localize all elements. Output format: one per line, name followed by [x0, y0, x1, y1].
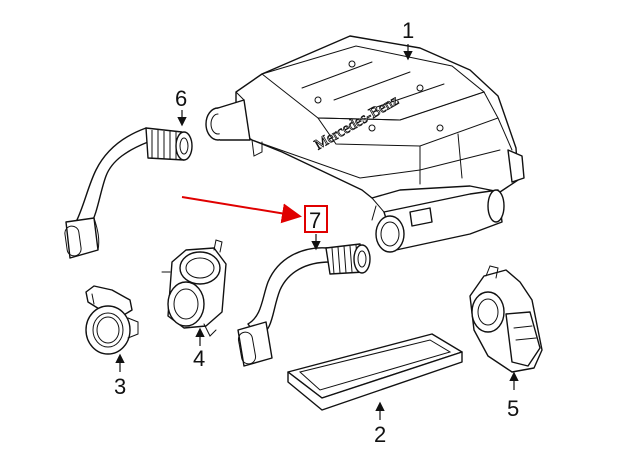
mass-air-flow-sensor[interactable]: [85, 285, 139, 355]
air-filter-element[interactable]: [287, 333, 463, 411]
callout-6: 6: [175, 86, 187, 111]
intake-duct-upper[interactable]: [64, 127, 193, 259]
highlight-annotation: [181, 196, 328, 233]
intake-duct-center[interactable]: [237, 243, 371, 367]
leader-lines: [115, 44, 519, 420]
callout-7: 7: [309, 208, 321, 233]
air-filter-housing[interactable]: Mercedes-Benz: [205, 35, 525, 253]
callout-2: 2: [374, 422, 386, 447]
callout-3: 3: [114, 374, 126, 399]
callout-5: 5: [507, 396, 519, 421]
callout-labels: 1 2 3 4 5 6 7: [114, 18, 519, 447]
red-pointer-arrow: [181, 196, 302, 224]
callout-1: 1: [402, 18, 414, 43]
duct-adapter[interactable]: [161, 239, 227, 337]
red-highlight-box: [304, 205, 328, 233]
throttle-body[interactable]: [469, 265, 543, 373]
callout-4: 4: [193, 346, 205, 371]
